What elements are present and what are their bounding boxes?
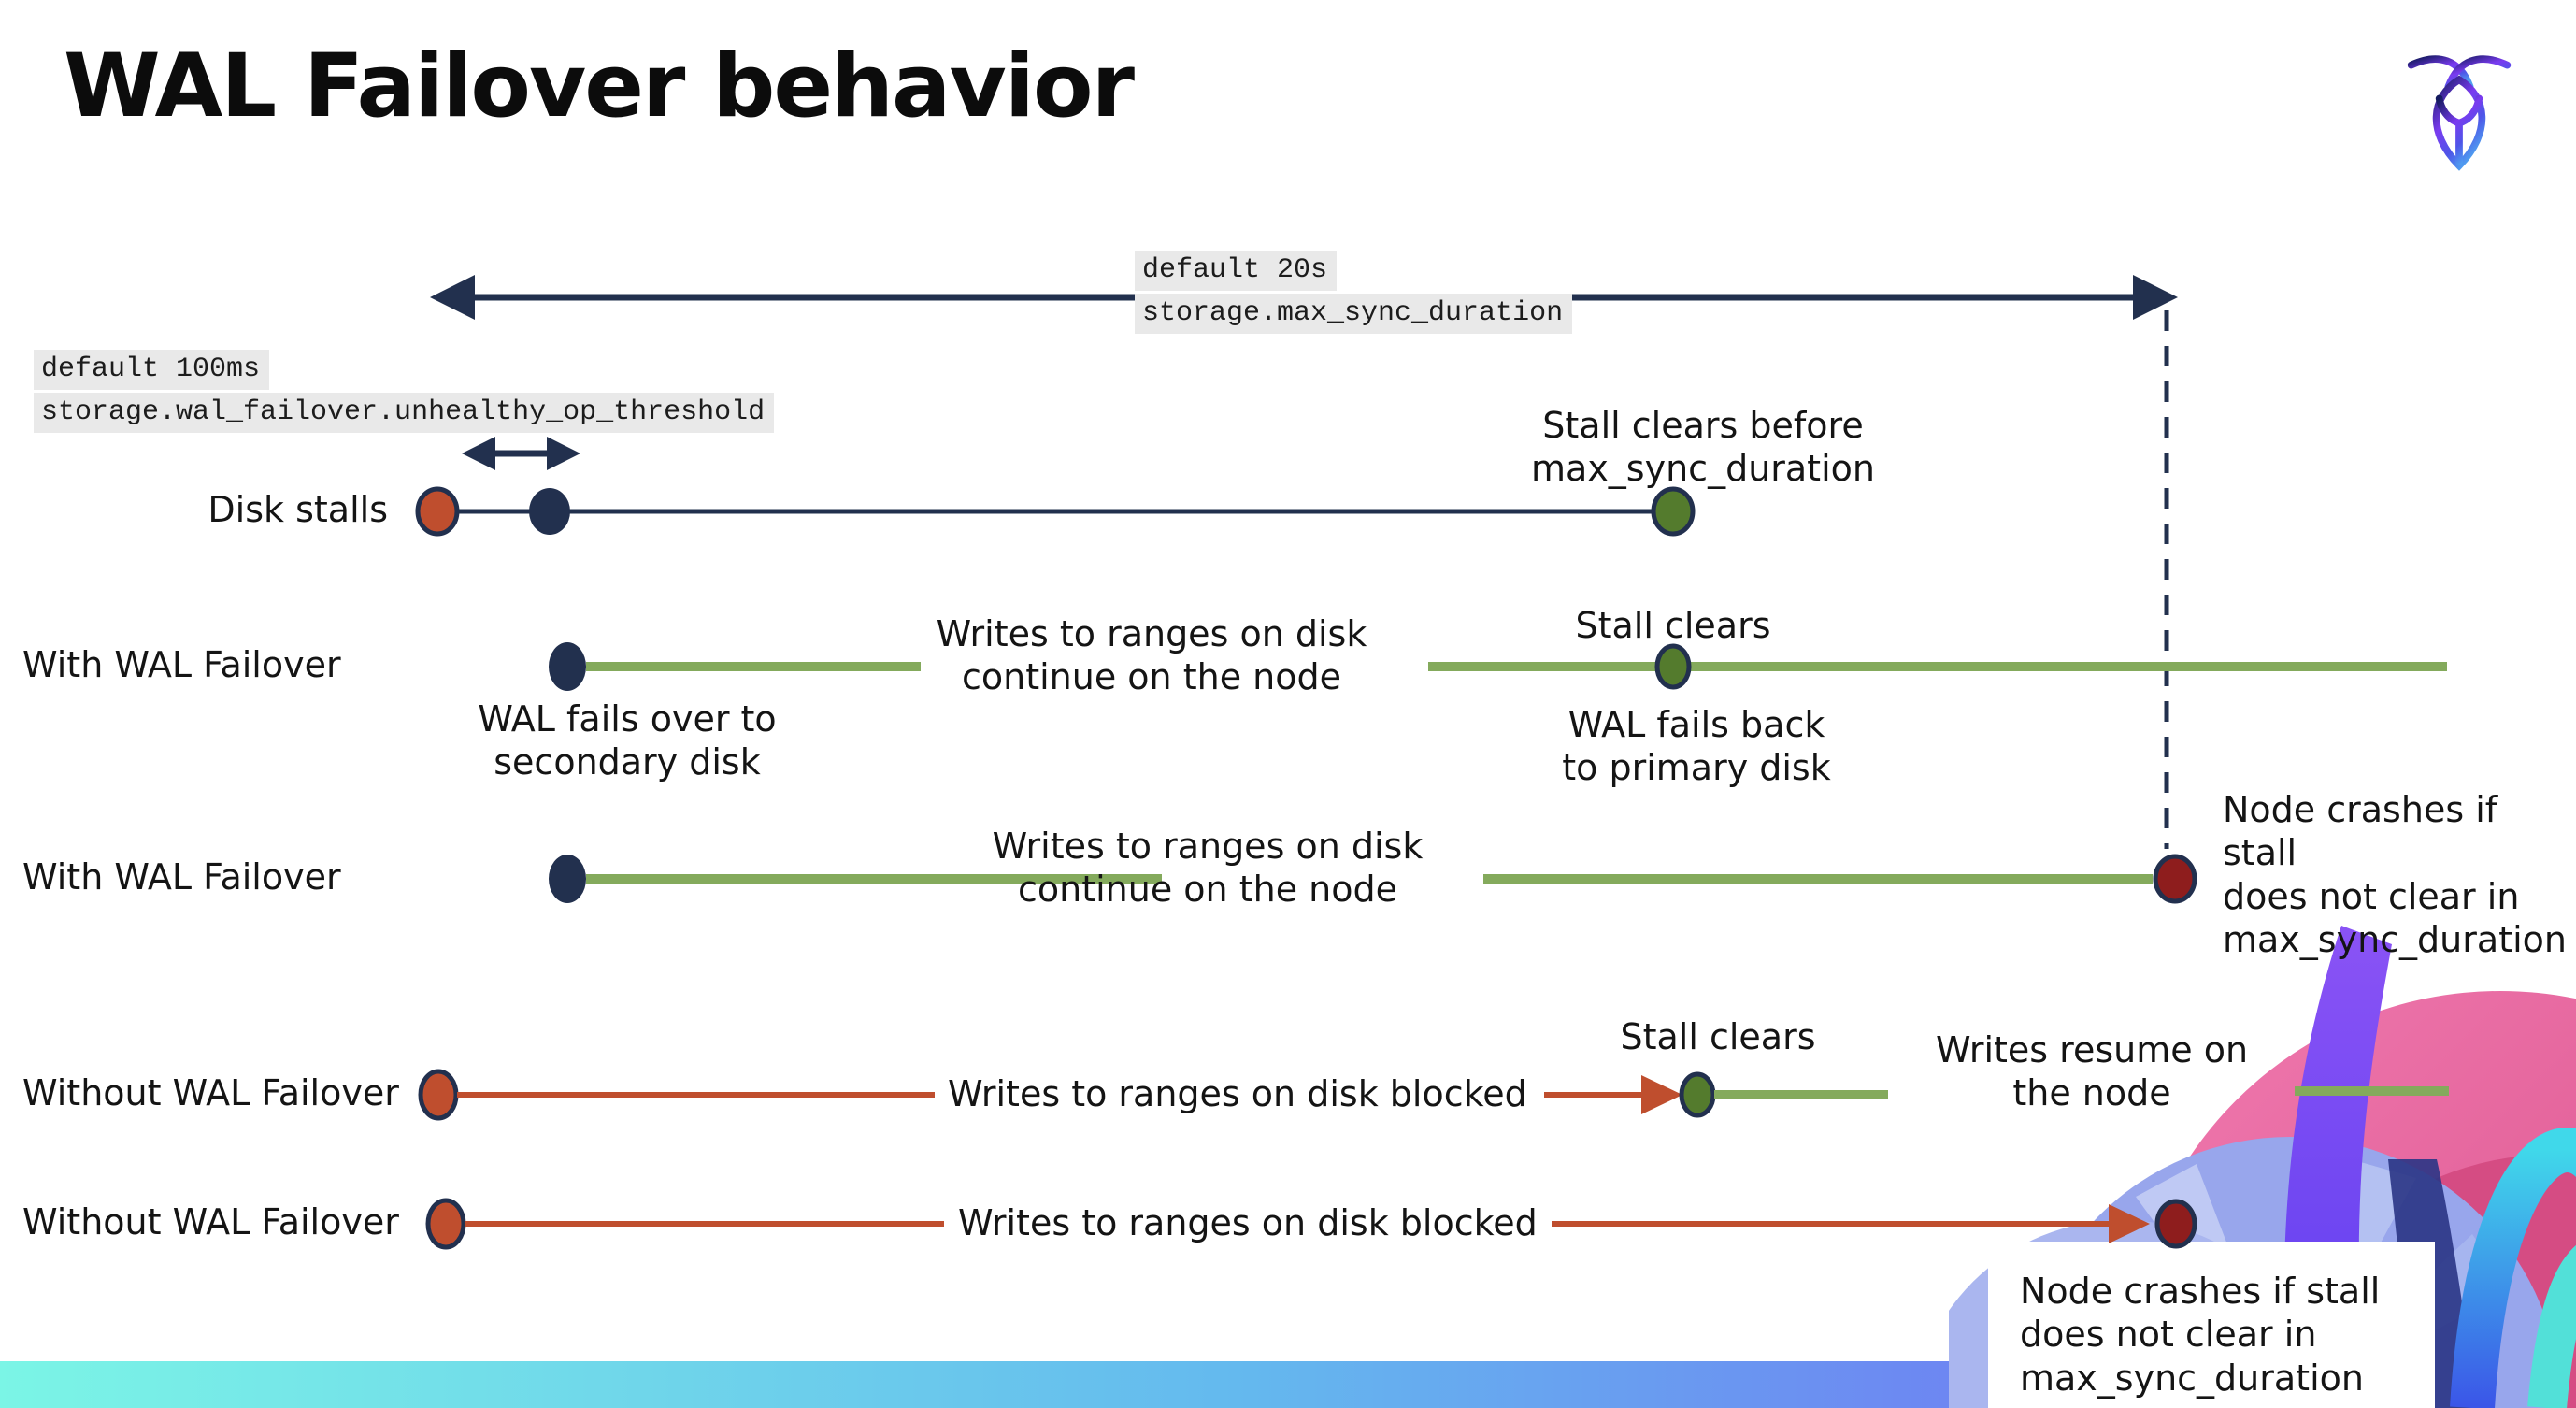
arrow-left-head-icon — [430, 275, 475, 320]
brand-art-shape — [2450, 1127, 2576, 1408]
row-label-with-wal-failover: With WAL Failover — [22, 644, 341, 685]
row-label-without-wal-failover: Without WAL Failover — [22, 1072, 399, 1113]
node-crashes-label: Node crashes if stall does not clear in … — [2223, 789, 2567, 961]
max-sync-setting-chip: storage.max_sync_duration — [1135, 294, 1573, 334]
row-label-without-wal-failover: Without WAL Failover — [22, 1201, 399, 1243]
unhealthy-op-callout: default 100ms storage.wal_failover.unhea… — [34, 350, 775, 436]
logo-stem — [2435, 94, 2483, 166]
arrow-right-head-icon — [1641, 1075, 1682, 1114]
logo-strokes — [2407, 55, 2512, 171]
arrow-right-head-icon — [2109, 1204, 2150, 1243]
stall-clears-label: Stall clears — [1575, 605, 1771, 646]
stall-start-dot — [415, 486, 460, 537]
brand-art-shape — [2527, 1245, 2576, 1408]
arrow-left-head-icon — [462, 437, 495, 470]
node-crashes-label: Node crashes if stall does not clear in … — [2020, 1271, 2381, 1399]
page-title: WAL Failover behavior — [64, 36, 1135, 137]
cockroachdb-logo-icon — [2407, 55, 2512, 171]
max-sync-default-chip: default 20s — [1135, 251, 1338, 291]
arrow-right-head-icon — [2133, 275, 2178, 320]
node-crash-dot — [2154, 1199, 2197, 1249]
unhealthy-op-default-chip: default 100ms — [34, 350, 270, 390]
stall-clears-dot — [1654, 643, 1692, 690]
threshold-dot — [529, 488, 570, 535]
node-crash-dot — [2153, 854, 2197, 904]
max-sync-callout: default 20s storage.max_sync_duration — [1135, 251, 1573, 337]
writes-resume-label: Writes resume on the node — [1935, 1029, 2249, 1114]
writes-blocked-label: Writes to ranges on disk blocked — [958, 1202, 1538, 1243]
failover-dot — [549, 855, 586, 903]
writes-continue-label: Writes to ranges on disk continue on the… — [936, 613, 1367, 698]
writes-continue-label: Writes to ranges on disk continue on the… — [992, 826, 1424, 911]
stall-start-dot — [418, 1069, 459, 1121]
node-crashes-callout-box: Node crashes if stall does not clear in … — [1988, 1242, 2435, 1408]
row-label-with-wal-failover: With WAL Failover — [22, 856, 341, 898]
stall-start-dot — [425, 1198, 466, 1250]
arrow-right-head-icon — [547, 437, 580, 470]
writes-blocked-label: Writes to ranges on disk blocked — [948, 1073, 1527, 1114]
logo-antenna-left — [2407, 55, 2474, 91]
wal-fails-over-label: WAL fails over to secondary disk — [478, 698, 777, 783]
stall-clears-before-label: Stall clears before max_sync_duration — [1531, 405, 1875, 490]
stall-clears-dot — [1651, 486, 1696, 537]
row-label-disk-stalls: Disk stalls — [208, 489, 388, 530]
failover-dot — [549, 642, 586, 691]
stall-clears-label: Stall clears — [1620, 1016, 1816, 1057]
unhealthy-op-setting-chip: storage.wal_failover.unhealthy_op_thresh… — [34, 393, 775, 433]
logo-antenna-right — [2444, 55, 2512, 91]
stall-clears-dot — [1679, 1071, 1716, 1118]
wal-fails-back-label: WAL fails back to primary disk — [1562, 704, 1831, 789]
